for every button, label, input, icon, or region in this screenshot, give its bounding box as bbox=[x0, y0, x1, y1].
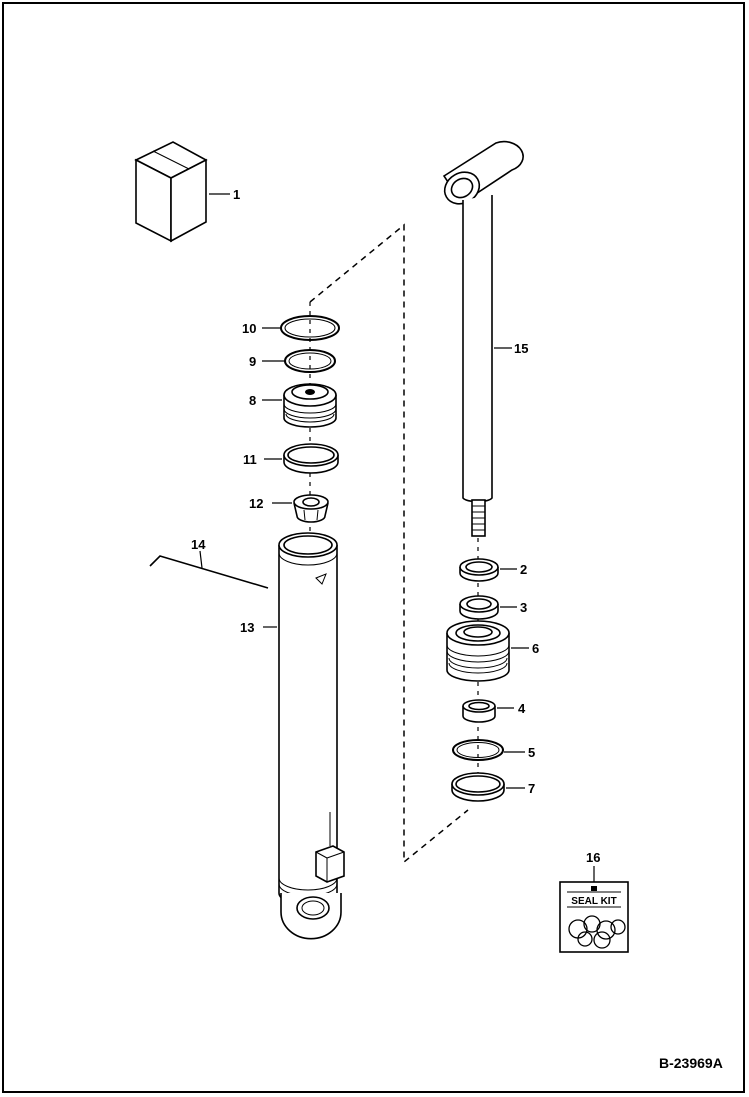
callout-7: 7 bbox=[528, 781, 535, 796]
callout-14: 14 bbox=[191, 537, 206, 552]
callout-5: 5 bbox=[528, 745, 535, 760]
callout-10: 10 bbox=[242, 321, 256, 336]
part-6-head bbox=[446, 620, 510, 682]
part-16-seal-kit: SEAL KIT bbox=[559, 881, 629, 953]
callout-13: 13 bbox=[240, 620, 254, 635]
part-9-ring bbox=[284, 349, 336, 373]
drawing-reference: B-23969A bbox=[659, 1055, 723, 1071]
callout-15: 15 bbox=[514, 341, 528, 356]
part-1-box bbox=[134, 141, 208, 243]
part-13-barrel bbox=[278, 532, 345, 940]
callout-2: 2 bbox=[520, 562, 527, 577]
part-14-tube bbox=[149, 555, 269, 589]
callout-6: 6 bbox=[532, 641, 539, 656]
part-7-ring bbox=[451, 772, 505, 802]
part-2-wiper bbox=[459, 558, 499, 582]
part-10-ring bbox=[280, 315, 340, 341]
part-11-wear-ring bbox=[283, 443, 339, 474]
callout-9: 9 bbox=[249, 354, 256, 369]
part-4-backup-ring bbox=[462, 699, 496, 723]
part-8-piston bbox=[283, 383, 337, 428]
part-5-o-ring bbox=[452, 739, 504, 761]
callout-16: 16 bbox=[586, 850, 600, 865]
callout-4: 4 bbox=[518, 701, 526, 716]
callout-3: 3 bbox=[520, 600, 527, 615]
part-3-rod-seal bbox=[459, 595, 499, 620]
callout-12: 12 bbox=[249, 496, 263, 511]
part-15-rod bbox=[442, 140, 524, 537]
seal-kit-label: SEAL KIT bbox=[571, 896, 616, 907]
callout-8: 8 bbox=[249, 393, 256, 408]
part-12-nut bbox=[293, 494, 329, 523]
callout-1: 1 bbox=[233, 187, 240, 202]
callout-11: 11 bbox=[243, 452, 257, 467]
